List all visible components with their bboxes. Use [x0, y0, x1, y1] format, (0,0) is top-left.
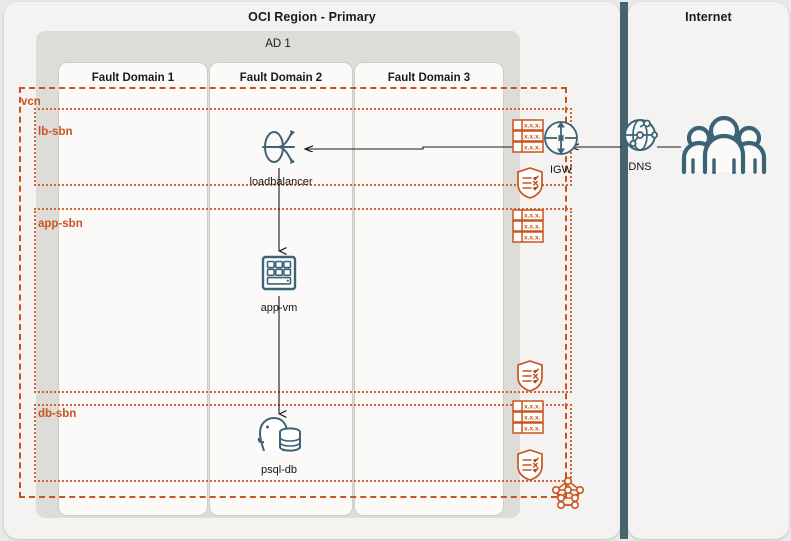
load-balancer-icon [262, 130, 295, 164]
loadbalancer-label: loadbalancer [249, 176, 313, 188]
security-list-icon [517, 167, 543, 199]
fault-domain-3: Fault Domain 3 [354, 62, 504, 516]
internet-gateway-icon [544, 121, 578, 155]
route-table-icon: x.x.x. x.x.x. x.x.x. [512, 400, 544, 434]
internet-panel: Internet [628, 2, 789, 539]
route-table-icon: x.x.x. x.x.x. x.x.x. [512, 209, 544, 243]
subnet-db-sbn [34, 404, 572, 482]
psql-db-label: psql-db [260, 464, 298, 476]
fault-domain-2-label: Fault Domain 2 [239, 72, 323, 84]
network-mesh-icon [552, 476, 584, 509]
node-app-vm[interactable]: app-vm [229, 250, 329, 314]
route-row-2: x.x.x. [524, 234, 541, 241]
route-row-1: x.x.x. [524, 223, 541, 230]
fault-domain-1-label: Fault Domain 1 [91, 72, 175, 84]
node-igw[interactable]: IGW [538, 118, 584, 176]
route-row-0: x.x.x. [524, 212, 541, 219]
route-table-icon: x.x.x. x.x.x. x.x.x. [512, 119, 544, 153]
node-users[interactable] [681, 115, 767, 184]
subnet-app-sbn-label: app-sbn [38, 218, 83, 230]
node-psql-db[interactable]: psql-db [229, 412, 329, 476]
security-list-db-sbn[interactable] [516, 449, 544, 486]
igw-label: IGW [550, 164, 572, 176]
internet-title: Internet [685, 10, 732, 24]
subnet-app-sbn [34, 208, 572, 393]
globe-dns-icon [624, 119, 658, 151]
vcn-label: vcn [21, 96, 41, 108]
route-row-0: x.x.x. [524, 122, 541, 129]
fault-domain-1: Fault Domain 1 [58, 62, 208, 516]
network-mesh-badge[interactable] [548, 474, 588, 519]
dns-label: DNS [628, 161, 652, 173]
virtual-machine-icon [261, 255, 297, 291]
route-table-db-sbn[interactable]: x.x.x. x.x.x. x.x.x. [512, 400, 544, 439]
users-group-icon [681, 115, 767, 175]
ad1-label: AD 1 [265, 38, 291, 50]
vcn-boundary [19, 87, 567, 498]
route-row-0: x.x.x. [524, 403, 541, 410]
node-loadbalancer[interactable]: loadbalancer [231, 124, 331, 188]
route-table-app-sbn[interactable]: x.x.x. x.x.x. x.x.x. [512, 209, 544, 248]
page-title: OCI Region - Primary [248, 10, 376, 24]
security-list-app-sbn[interactable] [516, 360, 544, 397]
route-row-2: x.x.x. [524, 144, 541, 151]
route-row-2: x.x.x. [524, 425, 541, 432]
route-row-1: x.x.x. [524, 414, 541, 421]
region-internet-divider [620, 2, 628, 539]
postgresql-database-icon [257, 417, 301, 452]
node-dns[interactable]: DNS [616, 115, 664, 173]
security-list-icon [517, 360, 543, 392]
subnet-lb-sbn-label: lb-sbn [38, 126, 73, 138]
app-vm-label: app-vm [260, 302, 298, 314]
route-table-lb-sbn[interactable]: x.x.x. x.x.x. x.x.x. [512, 119, 544, 158]
route-row-1: x.x.x. [524, 133, 541, 140]
security-list-lb-sbn[interactable] [516, 167, 544, 204]
security-list-icon [517, 449, 543, 481]
fault-domain-3-label: Fault Domain 3 [387, 72, 471, 84]
subnet-db-sbn-label: db-sbn [38, 408, 77, 420]
